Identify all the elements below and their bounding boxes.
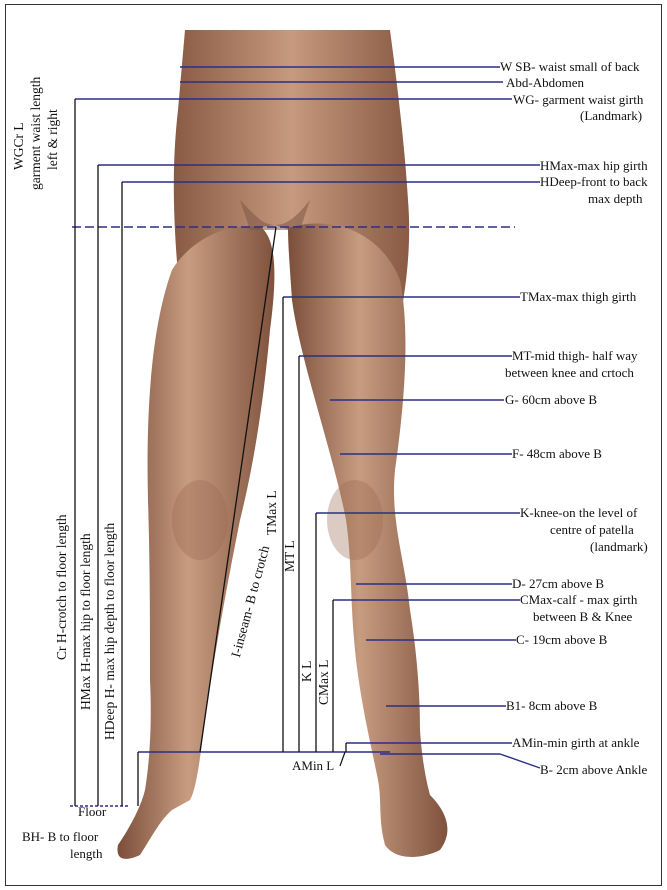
hdeep-label: HDeep-front to back (540, 174, 648, 190)
aminl-bracket (340, 752, 345, 766)
right-knee-shade (327, 480, 383, 560)
hdeeph-label: HDeep H- max hip depth to floor length (102, 523, 118, 740)
crh-label: Cr H-crotch to floor length (54, 515, 70, 660)
k-label-2: centre of patella (550, 522, 634, 538)
mt-label: MT-mid thigh- half way (512, 348, 638, 364)
b-line-ext (500, 754, 540, 768)
wgcr-label: WGCr L (11, 122, 27, 170)
mtl-label: MT L (282, 540, 298, 572)
c-label: C- 19cm above B (516, 632, 607, 648)
hdeep-label-2: max depth (588, 191, 643, 207)
amin-label: AMin-min girth at ankle (512, 735, 639, 751)
k-label: K-knee-on the level of (520, 505, 637, 521)
hmax-label: HMax-max hip girth (540, 158, 648, 174)
wg-label-2: (Landmark) (580, 108, 642, 124)
f-label: F- 48cm above B (512, 446, 602, 462)
k-label-3: (landmark) (590, 539, 648, 555)
tmaxl-label: TMax L (264, 490, 280, 535)
bh-label-2: length (70, 846, 103, 862)
wg-label: WG- garment waist girth (513, 92, 643, 108)
cmax-label: CMax-calf - max girth (520, 592, 637, 608)
wsb-label: W SB- waist small of back (500, 59, 640, 75)
mt-label-2: between knee and crtoch (505, 365, 634, 381)
wgcr-label-3: left & right (45, 109, 61, 170)
wgcr-label-2: garment waist length (28, 77, 44, 190)
tmax-label: TMax-max thigh girth (520, 289, 636, 305)
kl-label: K L (299, 661, 315, 682)
floor-label: Floor (78, 804, 106, 820)
d-label: D- 27cm above B (512, 576, 604, 592)
b1-label: B1- 8cm above B (506, 698, 597, 714)
cmaxl-label: CMax L (316, 660, 332, 705)
abd-label: Abd-Abdomen (506, 75, 584, 91)
cmax-label-2: between B & Knee (533, 609, 632, 625)
hmaxh-label: HMax H-max hip to floor length (78, 533, 94, 710)
left-knee-shade (172, 480, 228, 560)
b-label: B- 2cm above Ankle (540, 762, 647, 778)
g-label: G- 60cm above B (505, 392, 597, 408)
aminl-label: AMin L (292, 758, 334, 774)
bh-label: BH- B to floor (22, 829, 98, 845)
